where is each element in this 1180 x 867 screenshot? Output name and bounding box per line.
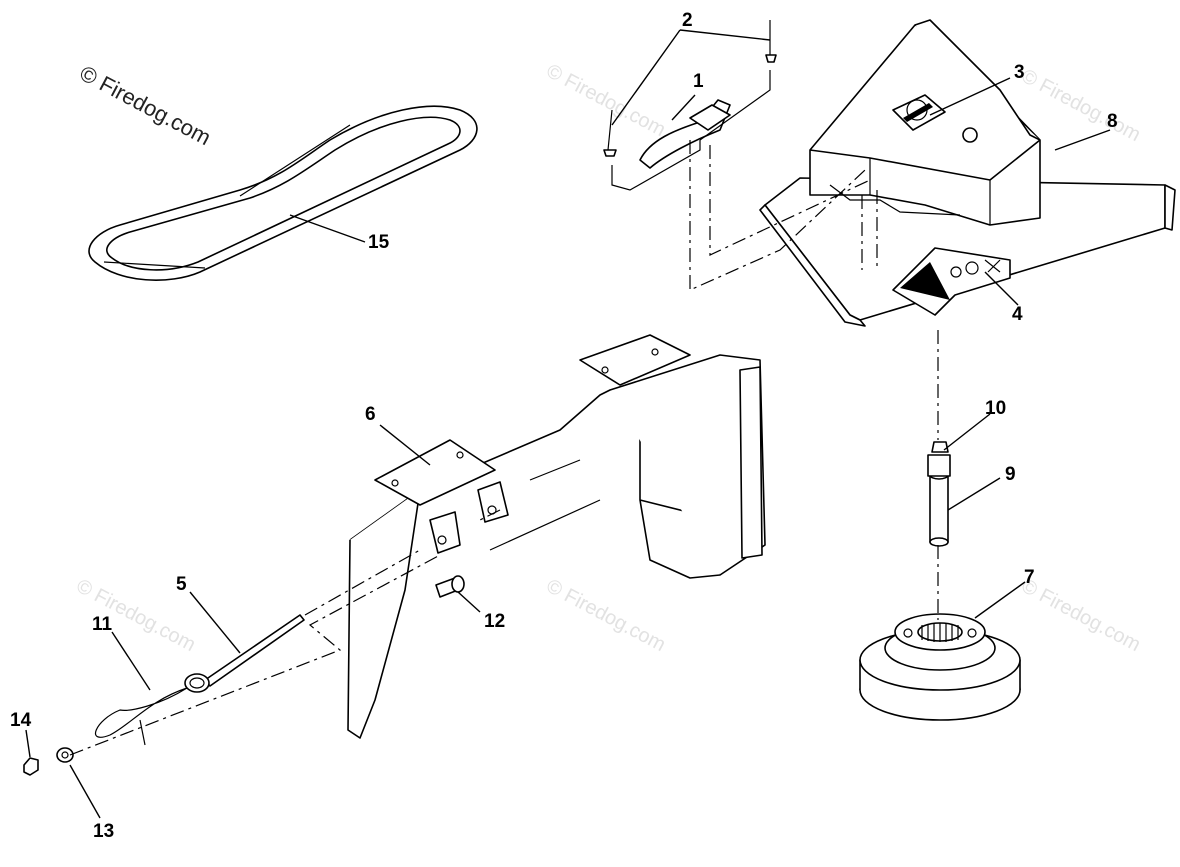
screw-hole	[962, 127, 978, 143]
callout-10: 10	[985, 398, 1006, 419]
washer-part-13	[56, 747, 74, 763]
watermark-bottom-center: © Firedog.com	[543, 575, 669, 656]
grease-fitting-part-10	[931, 441, 949, 453]
callout-7: 7	[1024, 567, 1035, 588]
belt-guard-part-8	[809, 19, 1041, 226]
callout-2: 2	[682, 10, 693, 31]
bolt-part-12	[435, 575, 465, 598]
pin-part-5	[184, 614, 305, 693]
warning-decal-part-4	[892, 247, 1011, 316]
watermark-top-right: © Firedog.com	[1018, 65, 1144, 146]
callout-12: 12	[484, 611, 505, 632]
callout-14: 14	[10, 710, 32, 731]
callout-1: 1	[693, 71, 704, 92]
callout-11: 11	[92, 614, 113, 635]
callout-8: 8	[1107, 111, 1118, 132]
nut-part-14	[23, 757, 39, 776]
bracket-part-6	[347, 334, 766, 739]
lanyard-part-11	[95, 687, 188, 746]
callout-5: 5	[176, 574, 187, 595]
pulley-part-7	[859, 613, 1021, 721]
watermark-bottom-right: © Firedog.com	[1018, 575, 1144, 656]
deck-plate-part-8	[759, 177, 1176, 327]
belt-part-15	[88, 105, 478, 281]
callout-9: 9	[1005, 464, 1016, 485]
callout-4: 4	[1012, 304, 1023, 325]
callout-13: 13	[93, 821, 114, 842]
leader-lines	[25, 29, 1111, 819]
callout-3: 3	[1014, 62, 1025, 83]
lever-part-1	[639, 99, 731, 169]
callout-6: 6	[365, 404, 376, 425]
watermark-main: © Firedog.com	[76, 60, 215, 150]
bolt-part-9	[927, 454, 951, 547]
callout-labels: 2 1 3 8 4 6 10 9 7 5 11 12 14 13 15	[10, 10, 1118, 842]
assembly-lines	[69, 140, 939, 756]
callout-15: 15	[368, 232, 390, 253]
screw-part-2	[603, 20, 777, 191]
